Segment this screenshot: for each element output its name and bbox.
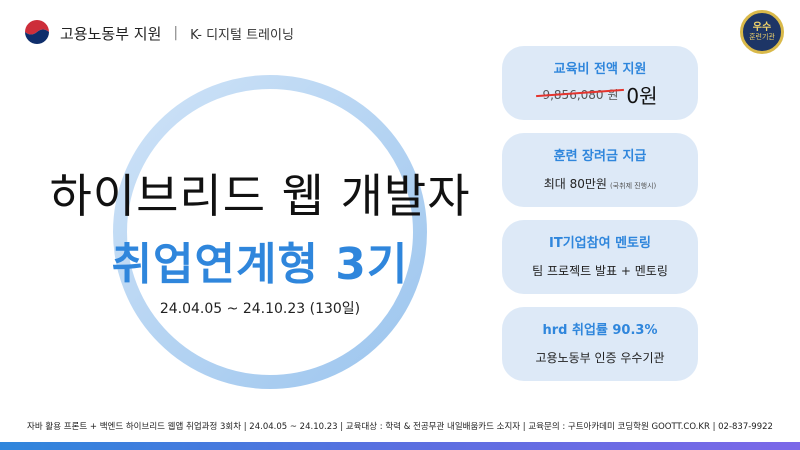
card-tuition: 교육비 전액 지원 9,856,080 원 0원 [502,46,698,120]
card-employment-title: hrd 취업률 90.3% [542,323,658,338]
allowance-amount: 최대 80만원 [543,177,607,191]
bottom-gradient-bar [0,442,800,450]
header: 고용노동부 지원 | K- 디지털 트레이닝 [22,18,294,48]
badge-line2: 훈련기관 [749,33,775,41]
course-period: 24.04.05 ~ 24.10.23 (130일) [159,301,361,317]
excellence-badge: 우수 훈련기관 [740,10,784,54]
card-employment: hrd 취업률 90.3% 고용노동부 인증 우수기관 [502,307,698,381]
price-row: 9,856,080 원 0원 [502,80,698,109]
discounted-price: 0원 [626,84,658,108]
card-mentoring-body: 팀 프로젝트 발표 + 멘토링 [532,264,668,278]
course-title: 하이브리드 웹 개발자 [49,169,471,223]
program-label: K- 디지털 트레이닝 [190,27,294,43]
course-subtitle: 취업연계형 3기 [111,239,409,290]
card-allowance: 훈련 장려금 지급 최대 80만원(국취제 진행시) [502,133,698,207]
card-employment-body: 고용노동부 인증 우수기관 [535,351,665,365]
agency-label: 고용노동부 지원 [60,24,162,43]
allowance-note: (국취제 진행시) [609,182,657,190]
original-price: 9,856,080 원 [536,86,625,103]
header-separator: | [173,25,179,41]
card-mentoring: IT기업참여 멘토링 팀 프로젝트 발표 + 멘토링 [502,220,698,294]
card-mentoring-title: IT기업참여 멘토링 [549,236,651,251]
badge-line1: 우수 [752,22,772,33]
government-emblem-icon [23,19,51,47]
card-tuition-title: 교육비 전액 지원 [553,62,647,77]
decorative-ring [113,75,427,389]
footer-info: 자바 활용 프론트 + 백엔드 하이브리드 웹앱 취업과정 3회차 | 24.0… [27,422,773,432]
card-allowance-title: 훈련 장려금 지급 [553,149,647,164]
card-allowance-body: 최대 80만원(국취제 진행시) [502,175,698,192]
